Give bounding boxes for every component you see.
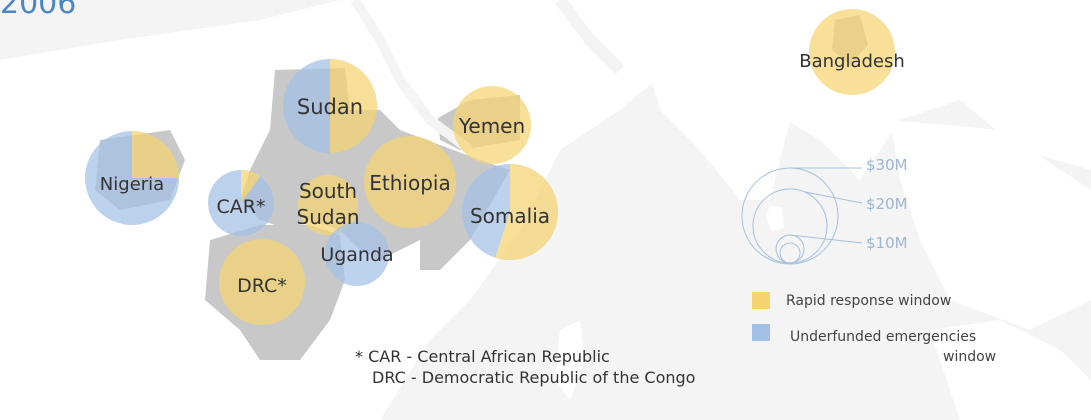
island-sri-lanka xyxy=(766,205,784,232)
bubble-yemen-base xyxy=(453,86,531,164)
legend-label-underfunded-line1: Underfunded emergencies xyxy=(790,329,977,345)
persian-gulf xyxy=(555,0,625,75)
legend-swatch-underfunded xyxy=(752,324,770,341)
bubble-sudan-rapid-wedge xyxy=(330,59,377,153)
bubble-car xyxy=(208,170,274,236)
red-sea xyxy=(350,0,473,154)
label-somalia: Somalia xyxy=(470,204,550,228)
legend-label-underfunded-line2: window xyxy=(943,349,997,365)
bubble-somalia xyxy=(462,164,558,261)
legend-label-rapid-response: Rapid response window xyxy=(786,293,952,309)
water-layer xyxy=(350,0,625,154)
bubble-bangladesh xyxy=(809,9,895,95)
footnote-drc: DRC - Democratic Republic of the Congo xyxy=(372,368,696,387)
bubble-south-sudan xyxy=(298,175,358,235)
scale-circle-small xyxy=(779,242,801,264)
bubble-somalia-rapid-wedge xyxy=(495,164,558,261)
landmass-indonesia xyxy=(930,320,1091,420)
label-ethiopia: Ethiopia xyxy=(369,171,450,195)
footnote: * CAR - Central African Republic DRC - D… xyxy=(355,346,695,388)
bubble-yemen xyxy=(453,86,531,164)
footnote-car: * CAR - Central African Republic xyxy=(355,347,610,366)
bubble-uganda xyxy=(325,222,389,286)
bubble-layer xyxy=(85,9,895,325)
label-uganda: Uganda xyxy=(320,244,393,266)
landmass-india xyxy=(640,40,790,200)
bubble-car-rapid-wedge xyxy=(241,170,261,203)
label-car: CAR* xyxy=(217,196,266,218)
scale-label-30m: $30M xyxy=(866,156,908,174)
scale-label-20m: $20M xyxy=(866,195,908,213)
bubble-bangladesh-base xyxy=(809,9,895,95)
scale-leader-20m xyxy=(804,191,863,204)
label-drc: DRC* xyxy=(237,275,287,297)
label-yemen: Yemen xyxy=(458,114,525,138)
scale-circle-20m xyxy=(752,188,828,264)
scale-circle-10m xyxy=(775,234,805,264)
year-heading: 2006 xyxy=(0,0,77,21)
label-nigeria: Nigeria xyxy=(100,174,164,195)
bubble-sudan xyxy=(283,59,377,153)
bubble-drc-base xyxy=(219,239,305,325)
bubble-nigeria-rapid-wedge xyxy=(132,131,179,178)
scale-leader-10m xyxy=(789,234,863,244)
label-south-sudan-line2: Sudan xyxy=(297,205,360,229)
scale-circle-30m xyxy=(741,167,839,265)
bubble-ethiopia xyxy=(364,136,456,228)
landmass-southeast-asia xyxy=(890,120,1091,330)
label-south-sudan-line1: South xyxy=(299,179,357,203)
scale-label-10m: $10M xyxy=(866,234,908,252)
bubble-drc xyxy=(219,239,305,325)
bubble-ethiopia-base xyxy=(364,136,456,228)
bubble-uganda-base xyxy=(325,222,389,286)
size-scale-labels: $30M $20M $10M xyxy=(866,156,908,252)
legend-swatch-rapid-response xyxy=(752,292,770,309)
size-scale xyxy=(741,167,863,265)
landmass-asia xyxy=(560,0,1091,180)
bubble-south-sudan-base xyxy=(298,175,358,235)
landmass-madagascar xyxy=(555,320,585,400)
country-labels: Sudan Nigeria CAR* South Sudan Ethiopia … xyxy=(100,51,905,297)
label-bangladesh: Bangladesh xyxy=(799,51,905,72)
label-sudan: Sudan xyxy=(297,95,363,119)
bubble-nigeria xyxy=(85,131,179,225)
